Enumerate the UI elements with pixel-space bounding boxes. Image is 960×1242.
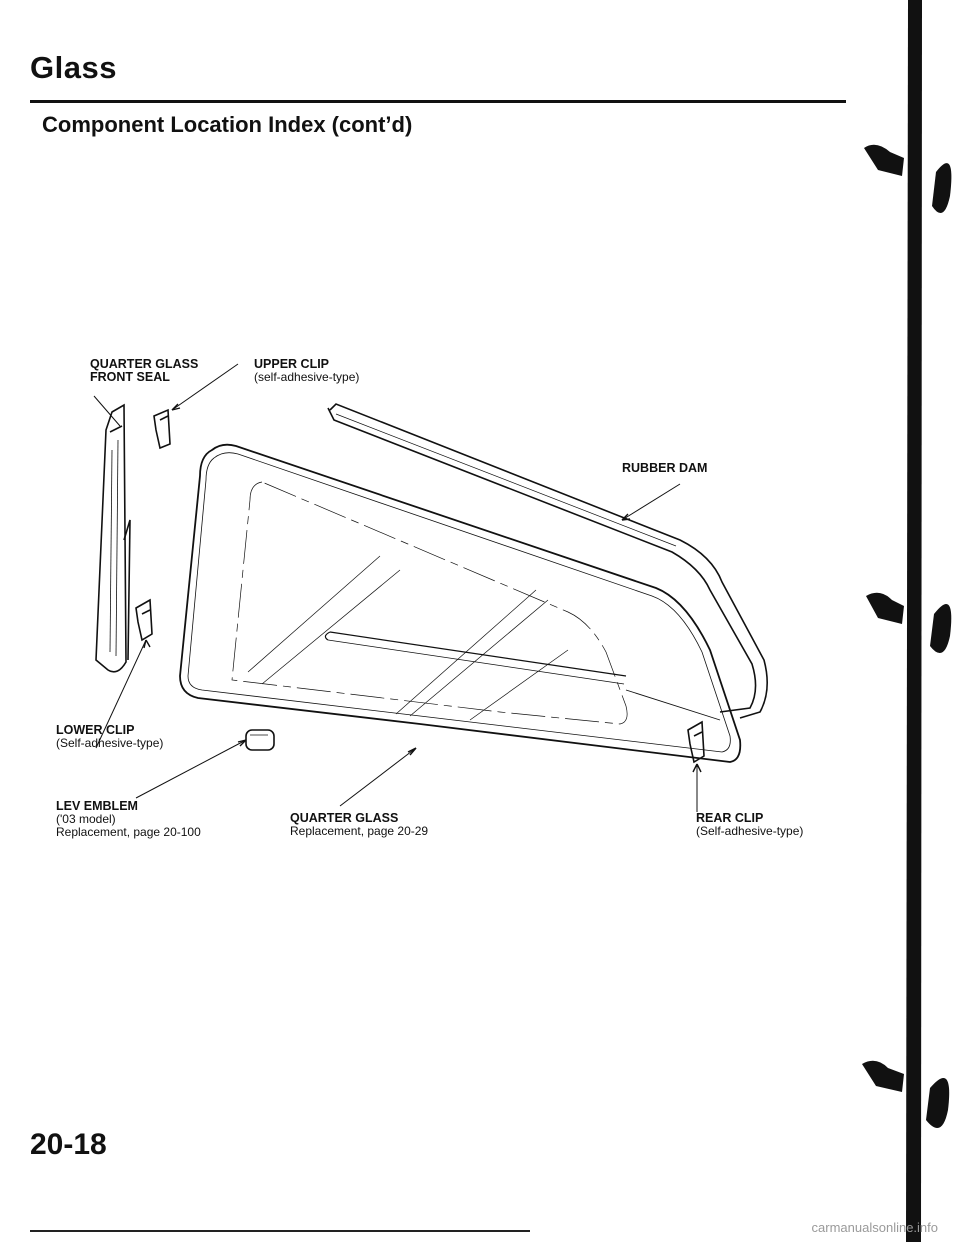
upper-clip-part: [153, 408, 171, 450]
rubber-dam-part: [327, 403, 768, 719]
leader-lev-emblem: [135, 739, 247, 799]
leader-front-seal: [93, 395, 121, 427]
page-title: Glass: [30, 50, 117, 85]
section-subtitle: Component Location Index (cont’d): [42, 112, 413, 137]
callout-quarter-glass: QUARTER GLASS Replacement, page 20-29: [290, 811, 429, 838]
leader-lines: [93, 363, 702, 812]
callout-rubber-dam: RUBBER DAM: [622, 461, 708, 475]
footer-rule: [30, 1230, 530, 1232]
binding-edge: [906, 0, 922, 1242]
binding-blob-3: [926, 1077, 950, 1128]
binding-blob-2: [930, 603, 952, 654]
leader-quarter-glass: [339, 747, 417, 807]
leader-upper-clip: [171, 363, 239, 411]
watermark-text: carmanualsonline.info: [811, 1220, 938, 1235]
binding-notch-2: [866, 592, 904, 624]
lower-clip-part: [135, 598, 153, 642]
leader-lower-clip: [95, 639, 147, 749]
callout-quarter-glass-front-seal: QUARTER GLASS FRONT SEAL: [90, 357, 199, 384]
callout-lev-emblem: LEV EMBLEM ('03 model) Replacement, page…: [56, 799, 201, 839]
rear-clip-part: [687, 720, 705, 764]
callout-rear-clip: REAR CLIP (Self-adhesive-type): [696, 811, 804, 838]
quarter-glass-part: [179, 443, 742, 763]
binding-blob-1: [932, 163, 952, 214]
page-number: 20-18: [30, 1128, 107, 1161]
quarter-glass-front-seal-part: [95, 403, 131, 673]
leader-rubber-dam: [621, 483, 681, 521]
title-rule: [30, 100, 846, 103]
callout-upper-clip: UPPER CLIP (self-adhesive-type): [254, 357, 360, 384]
lev-emblem-part: [245, 729, 275, 751]
binding-notch-3: [862, 1060, 904, 1092]
binding-notch-1: [864, 144, 904, 176]
callout-lower-clip: LOWER CLIP (Self-adhesive-type): [56, 723, 164, 750]
